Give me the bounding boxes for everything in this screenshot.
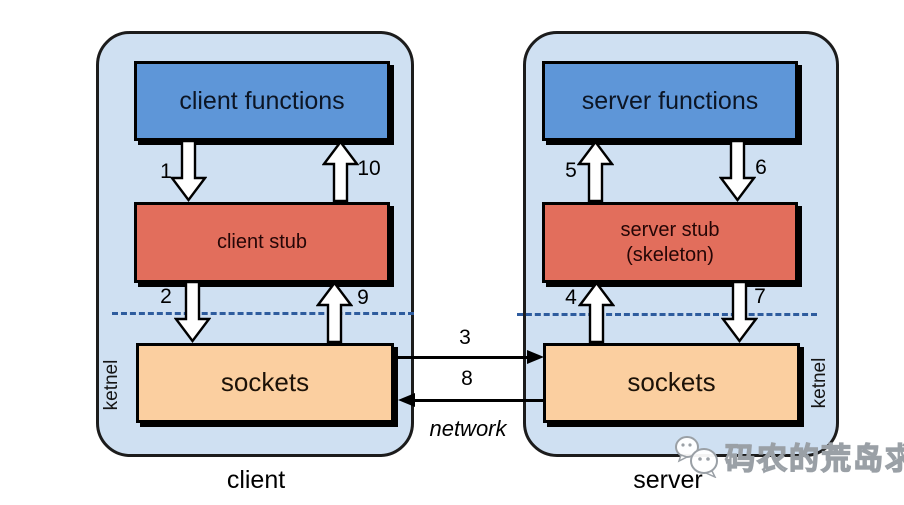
block-arrow-step-1 — [170, 140, 207, 202]
step-10-label: 10 — [357, 157, 381, 180]
server-functions-box: server functions — [542, 61, 798, 141]
block-arrow-step-2 — [174, 281, 211, 343]
step-9-label: 9 — [357, 286, 369, 309]
client-functions-box: client functions — [134, 61, 390, 141]
arrow-up-icon — [316, 281, 353, 343]
server-functions-label: server functions — [581, 86, 759, 115]
step-3-label: 3 — [459, 326, 471, 349]
watermark-text: 码农的荒岛求生 — [724, 442, 904, 476]
client-host-label: client — [226, 466, 286, 494]
arrow-up-icon — [577, 140, 614, 202]
arrow-down-icon — [719, 140, 756, 202]
step-2-label: 2 — [160, 285, 172, 308]
step-1-label: 1 — [160, 160, 172, 183]
block-arrow-step-4 — [578, 281, 615, 343]
server-stub-label-line2: (skeleton) — [626, 243, 714, 266]
kernel-boundary-right — [517, 313, 817, 316]
client-functions-label: client functions — [179, 86, 345, 115]
arrow-up-icon — [322, 140, 359, 202]
arrow-step-8-head — [398, 393, 415, 407]
server-sockets-box: sockets — [543, 343, 800, 423]
network-label: network — [429, 416, 507, 441]
step-8-label: 8 — [461, 367, 473, 390]
arrow-down-icon — [170, 140, 207, 202]
chat-bubbles-icon — [675, 436, 718, 478]
client-sockets-label: sockets — [220, 367, 310, 398]
kernel-label-left: ketnel — [101, 359, 122, 411]
block-arrow-step-10 — [322, 140, 359, 202]
kernel-label-right: ketnel — [809, 357, 830, 409]
arrow-down-icon — [174, 281, 211, 343]
client-stub-box: client stub — [134, 202, 390, 283]
arrow-up-icon — [578, 281, 615, 343]
block-arrow-step-7 — [721, 281, 758, 343]
block-arrow-step-9 — [316, 281, 353, 343]
arrow-step-8-line — [412, 399, 543, 402]
server-host-label: server — [633, 466, 703, 494]
arrow-step-3-head — [527, 350, 544, 364]
step-4-label: 4 — [565, 286, 577, 309]
client-sockets-box: sockets — [136, 343, 394, 423]
kernel-boundary-left — [112, 312, 414, 315]
arrow-down-icon — [721, 281, 758, 343]
block-arrow-step-5 — [577, 140, 614, 202]
client-stub-label: client stub — [216, 231, 308, 254]
server-stub-label-line1: server stub — [620, 219, 720, 242]
server-sockets-label: sockets — [627, 367, 716, 398]
block-arrow-step-6 — [719, 140, 756, 202]
server-stub-box: server stub (skeleton) — [542, 202, 798, 283]
step-5-label: 5 — [565, 159, 577, 182]
step-7-label: 7 — [754, 285, 766, 308]
watermark: 码农的荒岛求生 — [674, 434, 904, 478]
arrow-step-3-line — [397, 356, 529, 359]
step-6-label: 6 — [755, 156, 767, 179]
